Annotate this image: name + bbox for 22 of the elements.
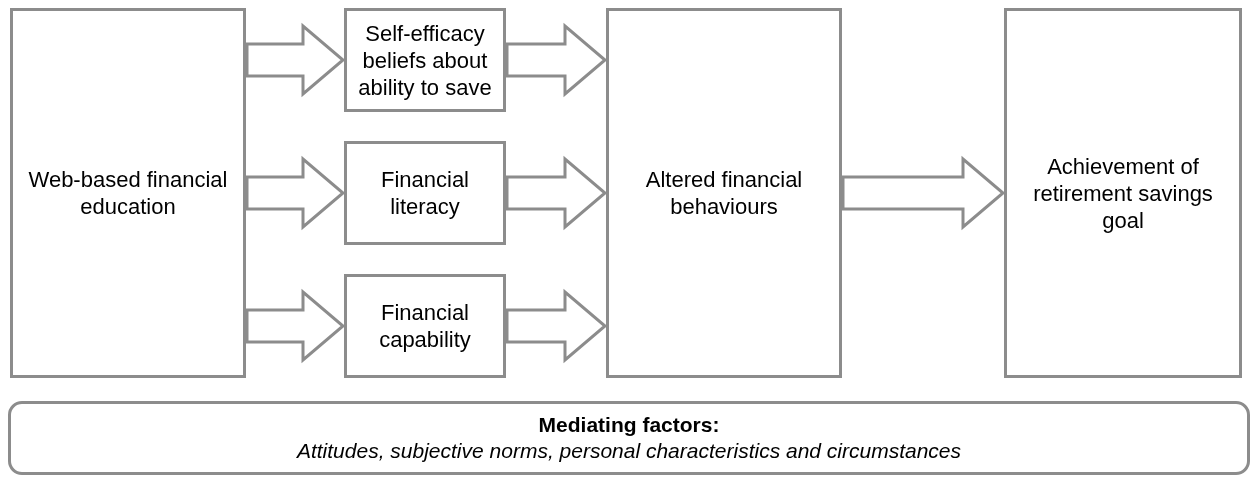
process-box xyxy=(344,8,506,112)
block-arrow xyxy=(245,155,346,231)
block-arrow xyxy=(505,22,608,98)
block-arrow xyxy=(505,155,608,231)
panel-text: Attitudes, subjective norms, personal characteristics and circumstances xyxy=(296,438,962,464)
block-arrow xyxy=(245,288,346,364)
process-box xyxy=(344,141,506,245)
process-box xyxy=(10,8,246,378)
block-arrow xyxy=(841,155,1006,231)
box-label: Altered financial behaviours xyxy=(644,166,804,220)
block-arrow xyxy=(245,22,346,98)
process-box xyxy=(344,274,506,378)
box-label: Financial capability xyxy=(378,299,472,353)
box-label: Financial literacy xyxy=(379,166,470,220)
box-label: Achievement of retirement savings goal xyxy=(1032,152,1214,234)
box-label: Web-based financial education xyxy=(27,166,229,220)
process-box xyxy=(606,8,842,378)
mediating-factors-panel xyxy=(8,401,1250,475)
panel-heading: Mediating factors: xyxy=(538,412,720,438)
box-label: Self-efficacy beliefs about ability to save xyxy=(357,19,493,101)
block-arrow xyxy=(505,288,608,364)
process-box xyxy=(1004,8,1242,378)
